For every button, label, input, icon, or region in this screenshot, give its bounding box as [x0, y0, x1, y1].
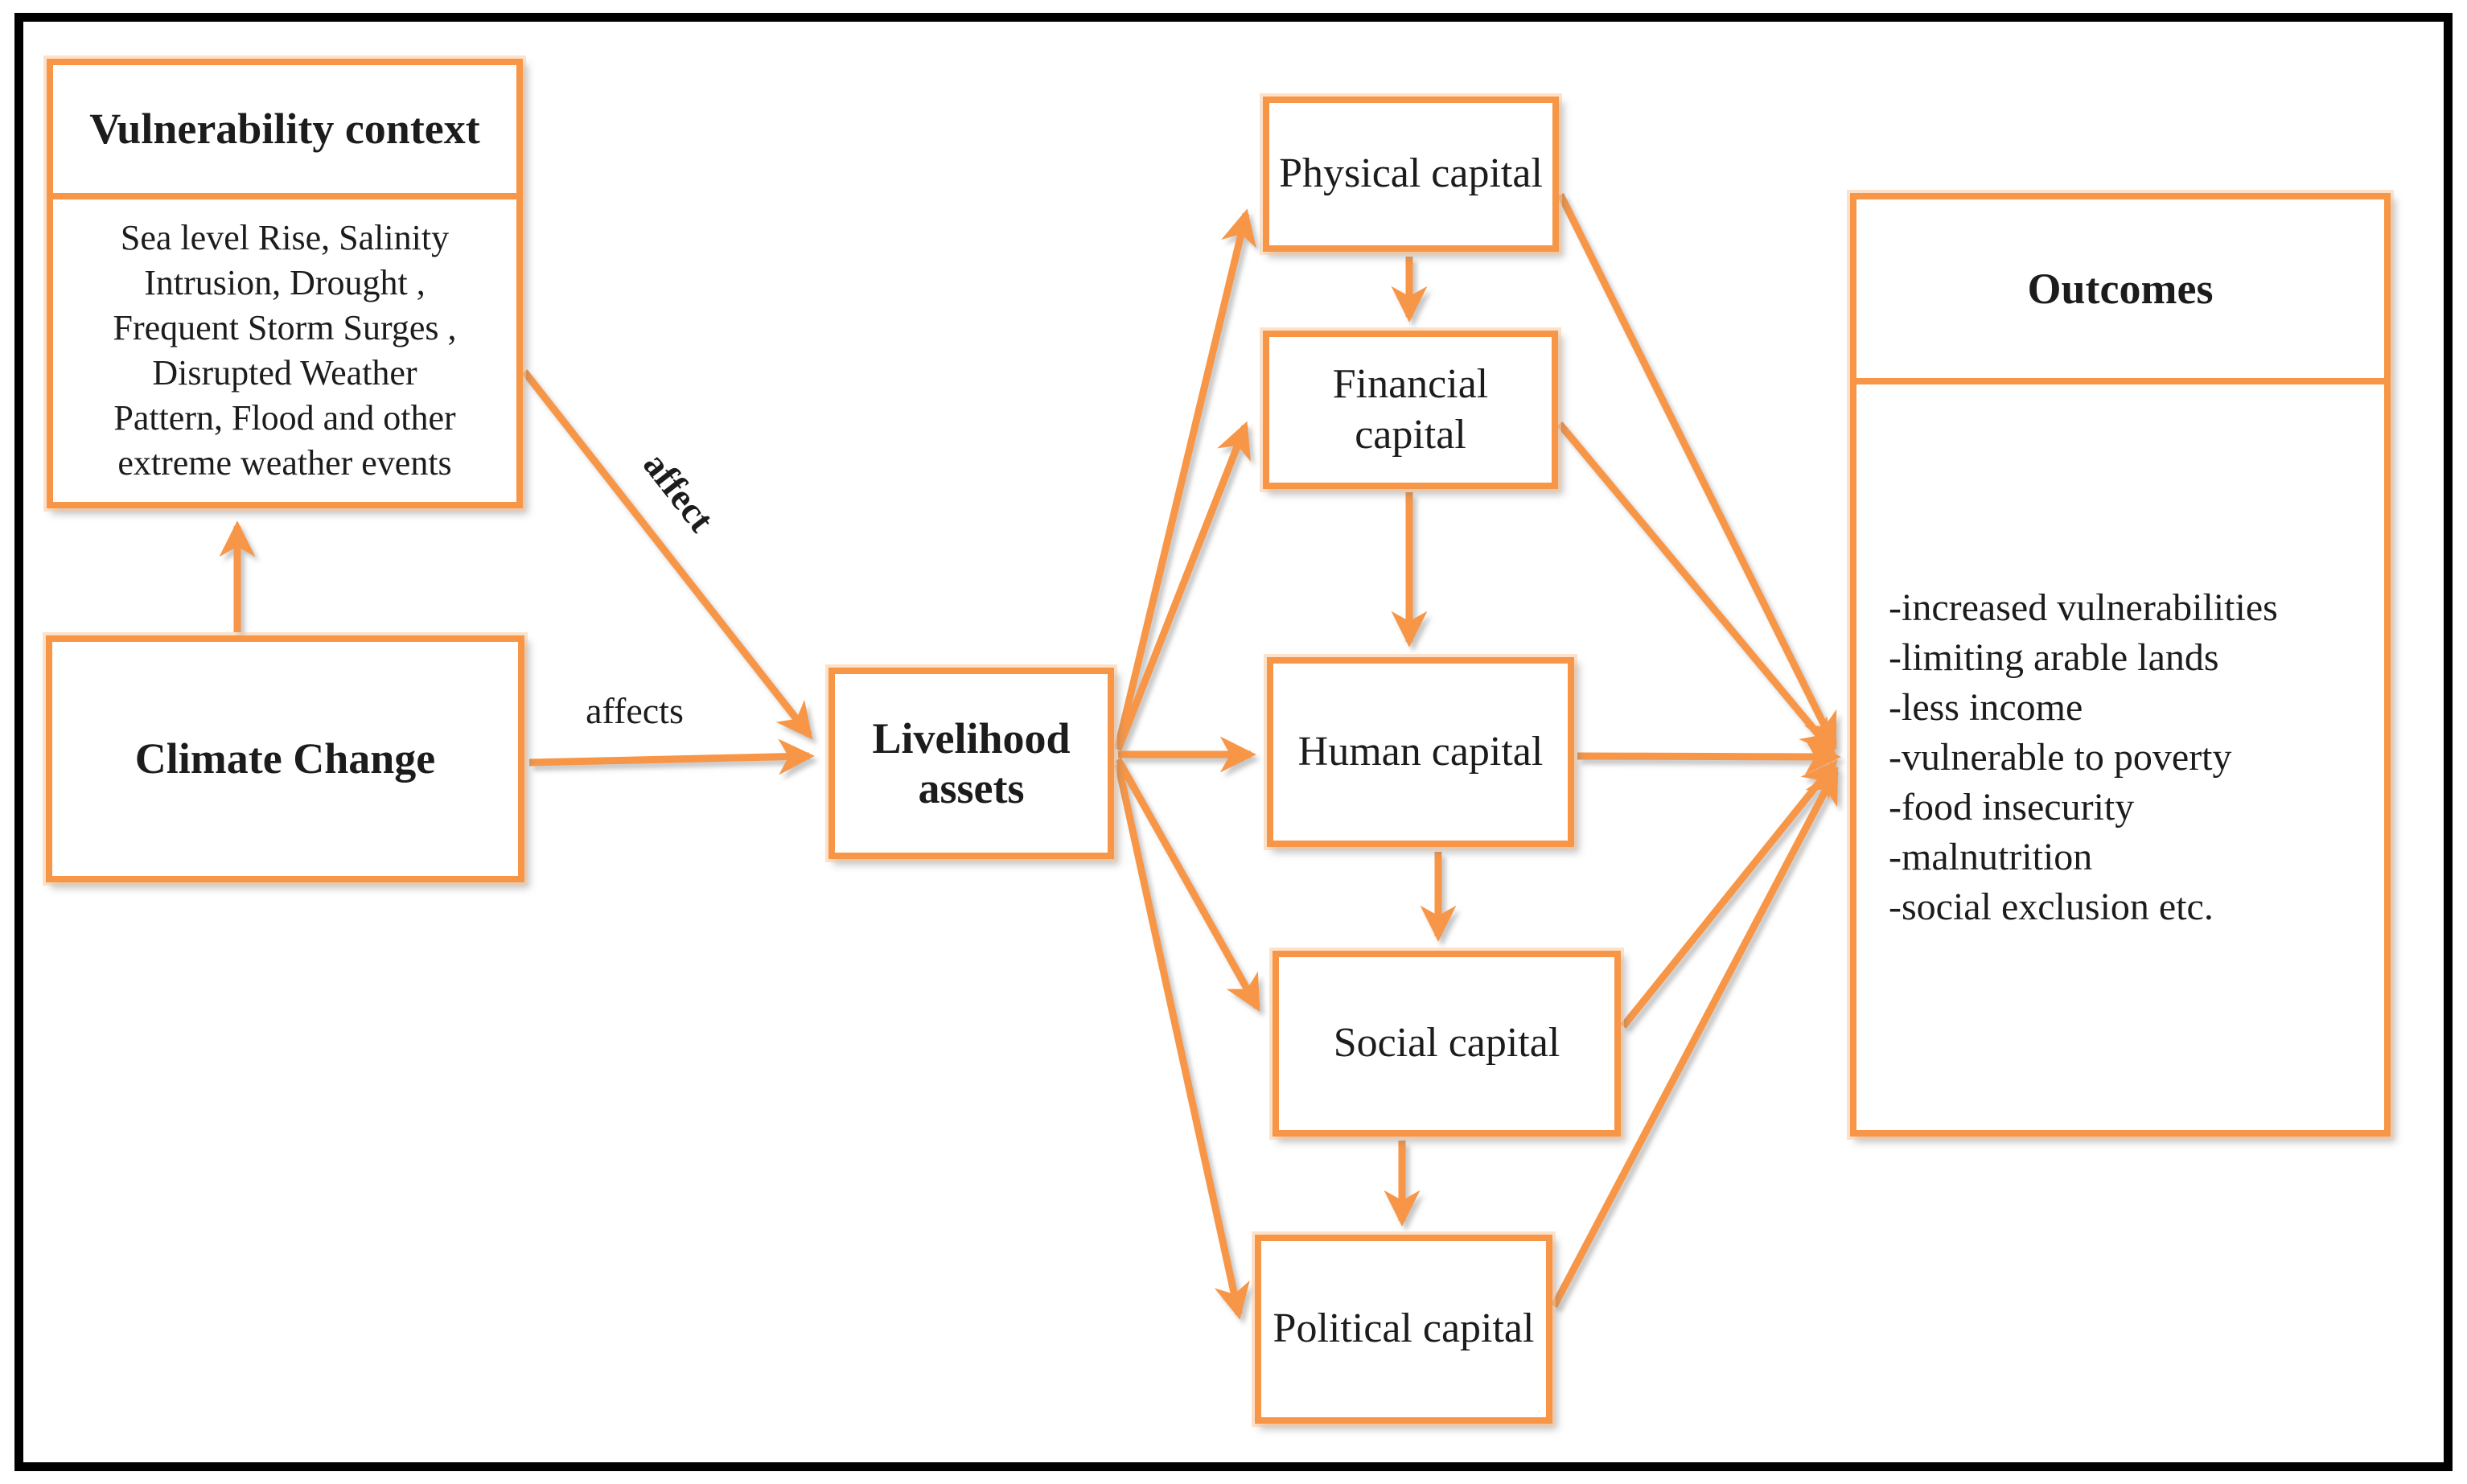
- arrow-climate-to-livelihood: [528, 738, 815, 775]
- vulnerability-context-title: Vulnerability context: [89, 105, 480, 154]
- capital-label: Human capital: [1297, 728, 1544, 775]
- outcomes-title: Outcomes: [2027, 264, 2214, 313]
- arrow-livelihood-to-physical: [1114, 208, 1256, 748]
- arrow-human-to-outcomes: [1577, 738, 1841, 775]
- livelihood-assets-box: Livelihood assets: [829, 668, 1114, 859]
- capital-box-political: Political capital: [1255, 1235, 1552, 1424]
- outcomes-header: Outcomes: [1856, 199, 2384, 384]
- arrow-political-to-outcomes: [1551, 767, 1839, 1309]
- vulnerability-context-header: Vulnerability context: [53, 65, 516, 199]
- outcomes-list-item: -limiting arable lands: [1889, 635, 2219, 679]
- capital-box-human: Human capital: [1267, 657, 1574, 847]
- arrow-vulnerability-to-livelihood: [521, 369, 813, 740]
- vulnerability-context-body: Sea level Rise, Salinity Intrusion, Drou…: [53, 199, 516, 502]
- outcomes-list-item: -social exclusion etc.: [1889, 885, 2214, 928]
- capital-label: Social capital: [1333, 1020, 1560, 1067]
- arrow-financial-to-outcomes: [1556, 421, 1836, 756]
- climate-change-label: Climate Change: [134, 734, 436, 783]
- outcomes-list-item: -less income: [1889, 685, 2083, 729]
- vulnerability-body-line: extreme weather events: [117, 442, 452, 483]
- figure-border: [14, 13, 2453, 1471]
- vulnerability-body-line: Sea level Rise, Salinity: [120, 218, 450, 258]
- outcomes-box: Outcomes -increased vulnerabilities -lim…: [1850, 193, 2391, 1137]
- vulnerability-body-line: Frequent Storm Surges ,: [113, 308, 457, 348]
- vulnerability-body-line: Disrupted Weather: [152, 353, 417, 393]
- arrow-livelihood-to-social: [1115, 757, 1260, 1012]
- arrow-physical-to-outcomes: [1556, 192, 1838, 750]
- outcomes-list-item: -food insecurity: [1889, 785, 2135, 828]
- capital-box-social: Social capital: [1273, 951, 1621, 1137]
- vulnerability-body-line: Pattern, Flood and other: [113, 397, 456, 438]
- outcomes-list-item: -vulnerable to poverty: [1889, 735, 2232, 779]
- climate-change-box: Climate Change: [46, 635, 524, 882]
- outcomes-list-item: -increased vulnerabilities: [1889, 586, 2278, 629]
- vulnerability-body-line: Intrusion, Drought ,: [144, 263, 426, 303]
- capital-label: Political capital: [1273, 1305, 1535, 1352]
- capital-label: Financial capital: [1332, 361, 1489, 458]
- arrow-livelihood-to-financial: [1114, 421, 1251, 751]
- edge-label-affects: affects: [586, 690, 684, 731]
- capital-box-physical: Physical capital: [1263, 97, 1559, 252]
- arrow-social-to-outcomes: [1620, 759, 1838, 1029]
- outcomes-list: -increased vulnerabilities -limiting ara…: [1856, 384, 2384, 1130]
- vulnerability-context-box: Vulnerability context Sea level Rise, Sa…: [47, 59, 523, 508]
- arrow-livelihood-to-political: [1114, 763, 1250, 1320]
- capital-label: Physical capital: [1279, 150, 1543, 197]
- outcomes-list-item: -malnutrition: [1889, 835, 2093, 878]
- livelihood-assets-label: Livelihood assets: [872, 713, 1071, 812]
- capital-box-financial: Financial capital: [1263, 331, 1558, 489]
